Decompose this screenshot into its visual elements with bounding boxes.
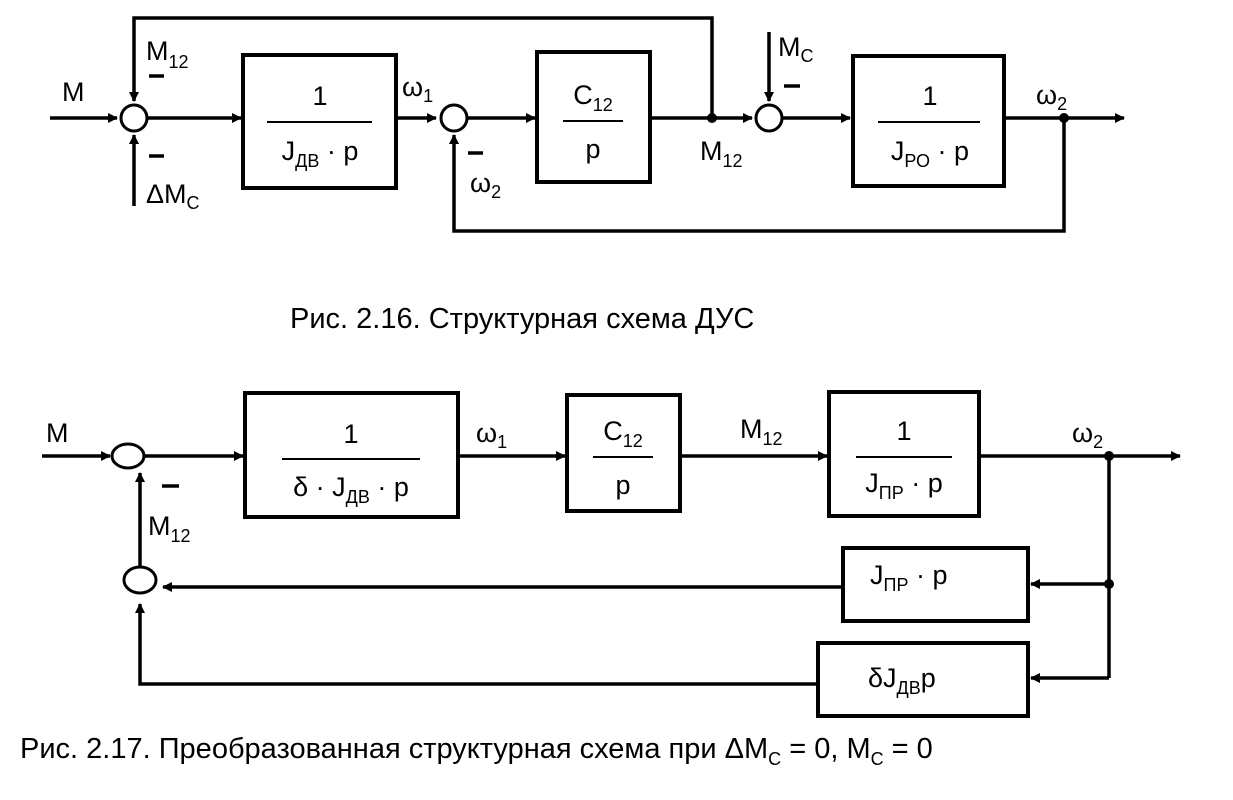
block-shaft-stiffness: [535, 50, 652, 184]
block1-numerator: 1: [343, 419, 358, 449]
load-torque-label: MC: [778, 32, 814, 66]
feedback-block2-label: δJДВp: [868, 663, 936, 698]
block3-numerator: 1: [896, 416, 911, 446]
omega1-label: ω1: [476, 418, 507, 452]
feedback-block1-label: JПР · p: [870, 560, 947, 595]
input-label: M: [62, 77, 85, 107]
omega1-label: ω1: [402, 72, 433, 106]
block3-numerator: 1: [922, 81, 937, 111]
block1-denominator: δ · JДВ · p: [293, 472, 409, 507]
figure-caption-2-17: Рис. 2.17. Преобразованная структурная с…: [20, 733, 933, 769]
block-reduced-inertia: [827, 390, 981, 518]
feedback-omega2-line: [449, 118, 1066, 233]
feedback-m12-line: [129, 16, 714, 118]
input-label: M: [46, 418, 69, 448]
block-feedback-load: [841, 546, 1030, 623]
block2-denominator: p: [585, 134, 600, 164]
m12-label: M12: [700, 136, 743, 171]
block3-denominator: JРО · p: [891, 136, 969, 171]
block-motor-inertia: [243, 391, 460, 519]
block1-denominator: JДВ · p: [282, 136, 359, 171]
block-feedback-motor: [816, 641, 1030, 718]
omega2-feedback-label: ω2: [470, 168, 501, 202]
summing-junction-1: [110, 442, 146, 470]
block3-denominator: JПР · p: [865, 468, 942, 503]
summing-junction-3: [754, 103, 784, 133]
block2-denominator: p: [615, 470, 630, 500]
figure-caption-2-16: Рис. 2.16. Структурная схема ДУС: [290, 303, 754, 335]
signal-line: [135, 603, 818, 686]
fb-m12-label: M12: [148, 511, 191, 546]
figure-2-16: M M12 ΔMC 1 JДВ · p ω1 ω2 C12 p M12: [50, 16, 1125, 335]
summing-junction-2: [122, 565, 158, 595]
fb-m12-label: M12: [146, 36, 189, 72]
m12-label: M12: [740, 414, 783, 449]
block1-numerator: 1: [312, 81, 327, 111]
block2-numerator: C12: [603, 416, 643, 451]
summing-junction-1: [119, 103, 149, 133]
figure-2-17: M M12 1 δ · JДВ · p ω1 C12 p M12 1 JПР ·…: [20, 390, 1181, 769]
summing-junction-2: [439, 103, 469, 133]
omega2-output-label: ω2: [1072, 418, 1103, 452]
disturbance-label: ΔMC: [146, 179, 200, 213]
block2-numerator: C12: [573, 80, 613, 115]
omega2-output-label: ω2: [1036, 80, 1067, 114]
block-shaft-stiffness: [565, 393, 682, 513]
